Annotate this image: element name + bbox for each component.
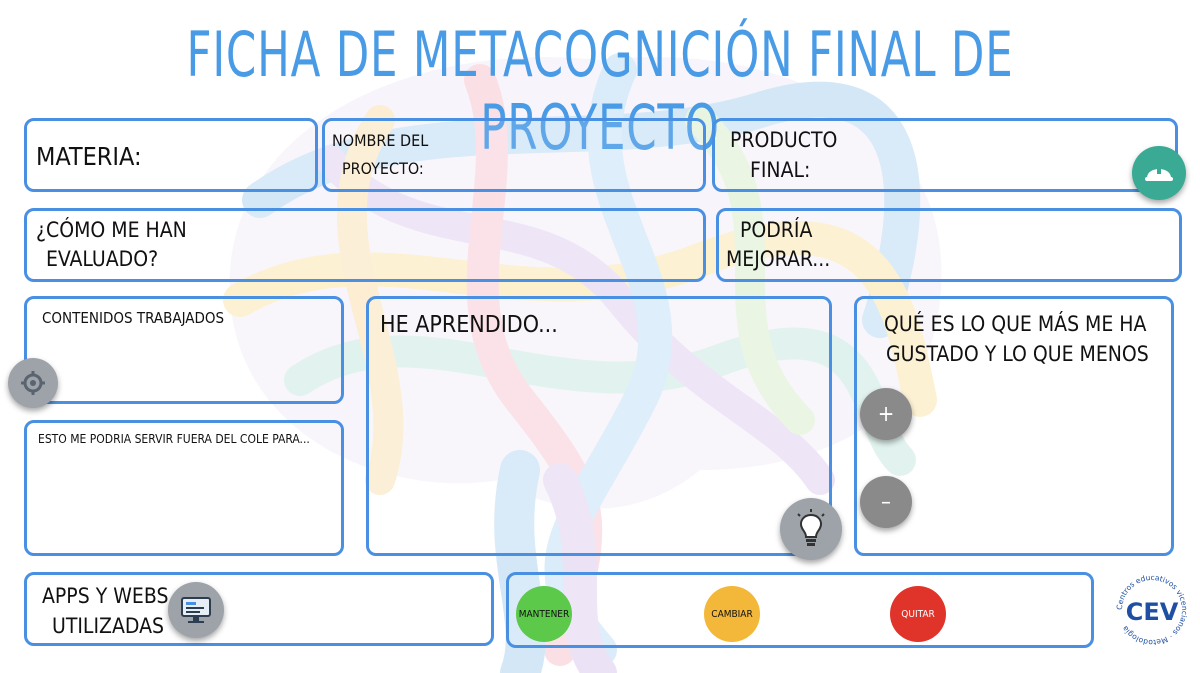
page-title: Ficha de metacognición final de proyecto [186,18,1014,164]
producto-final-label-2: final: [750,158,811,182]
aprendido-label: He aprendido... [380,312,558,338]
traffic-box[interactable] [506,572,1094,648]
evaluado-label-1: ¿Cómo me han [36,218,187,242]
logo-letters: CEV [1126,598,1179,626]
aprendido-box[interactable] [366,296,832,556]
evaluado-box[interactable] [24,208,706,282]
apps-label-2: utilizadas [52,614,164,638]
lightbulb-icon[interactable] [780,498,842,560]
nombre-proyecto-box[interactable] [322,118,706,192]
gustado-label-1: Qué es lo que más me ha [884,312,1147,336]
servir-label: Esto me podria servir fuera del cole par… [38,432,310,446]
producto-final-label-1: Producto [730,128,838,152]
computer-icon[interactable] [168,582,224,638]
mejorar-label-1: Podría [740,218,813,242]
apps-box[interactable] [24,572,494,646]
materia-box[interactable] [24,118,318,192]
nombre-proyecto-label-2: proyecto: [342,159,424,178]
cambiar-dot[interactable]: Cambiar [704,586,760,642]
materia-label: Materia: [36,142,142,171]
plus-button[interactable]: + [860,388,912,440]
evaluado-label-2: evaluado? [46,247,159,271]
mejorar-box[interactable] [716,208,1182,282]
servir-box[interactable] [24,420,344,556]
helmet-icon[interactable] [1132,146,1186,200]
nombre-proyecto-label-1: Nombre del [332,131,429,150]
mantener-dot[interactable]: Mantener [516,586,572,642]
gears-icon[interactable] [8,358,58,408]
contenidos-box[interactable] [24,296,344,404]
apps-label-1: Apps y webs [42,584,169,608]
gustado-label-2: gustado y lo que menos [886,342,1149,366]
cev-logo: Centros educativos vicencianos · Metodol… [1115,573,1189,647]
minus-button[interactable]: – [860,476,912,528]
quitar-dot[interactable]: Quitar [890,586,946,642]
producto-final-box[interactable] [712,118,1178,192]
contenidos-label: Contenidos trabajados [42,309,225,327]
mejorar-label-2: mejorar... [726,247,831,271]
